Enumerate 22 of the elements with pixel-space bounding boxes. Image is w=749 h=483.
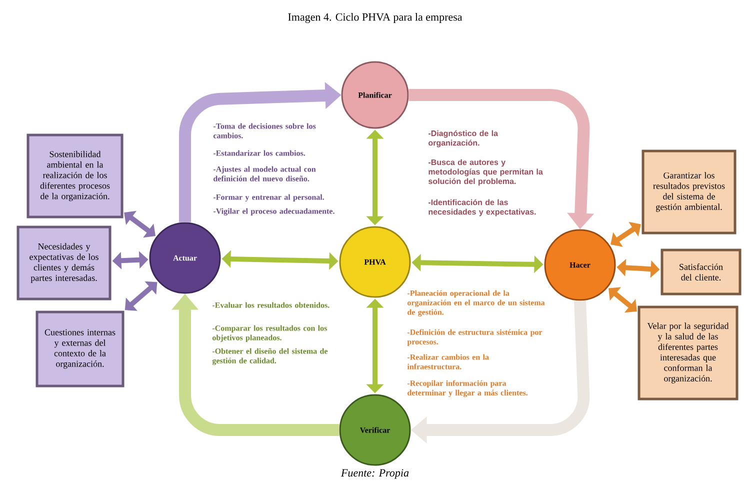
bullet-text: -Identificación de las necesidades y expectativas. xyxy=(428,199,536,216)
caption: Fuente: Propia xyxy=(340,469,409,479)
title: Imagen 4. Ciclo PHVA para la empresa xyxy=(288,13,462,23)
bullet-text: -Busca de autores y metodologías que permitan la solución del problema. xyxy=(428,159,543,186)
bullet-text: -Definición de estructura sistémica por procesos. xyxy=(407,329,542,346)
bullet-text: -Toma de decisiones sobre los cambios. xyxy=(213,123,316,138)
bullet-text: -Diagnóstico de la organización. xyxy=(428,130,498,148)
bullet-text: -Obtener el diseño del sistema de gestión de calidad. xyxy=(212,348,328,366)
text-box: Satisfacción del cliente. xyxy=(660,248,742,296)
bullet-text: -Realizar cambios en la infraestructura. xyxy=(407,354,489,370)
text-box: Garantizar los resultados previstos del sistema de gestión ambiental. xyxy=(642,150,736,234)
bullet-text: -Evaluar los resultados obtenidos. xyxy=(212,302,330,308)
bullet-text: -Comparar los resultados con los objetivos planeados. xyxy=(212,325,327,342)
bullet-text: -Vigilar el proceso adecuadamente. xyxy=(214,208,334,216)
text-box: Necesidades y expectativas de los clientes y demás partes interesadas. xyxy=(16,226,112,300)
text-box: Sostenibilidad ambiental en la realización de los diferentes procesos de la organización. xyxy=(26,134,124,218)
text-box: Cuestiones internas y externas del contexto de la organización. xyxy=(36,310,124,388)
bullet-text: -Ajustes al modelo actual con definición del nuevo diseño. xyxy=(214,166,316,182)
double-arrow xyxy=(610,222,641,247)
bullet-text: -Estandarizar los cambios. xyxy=(214,150,306,156)
text-box: Velar por la seguridad y la salud de las diferentes partes interesadas que conforman la organización. xyxy=(638,306,738,400)
bullet-text: -Formar y entrenar al personal. xyxy=(214,194,324,202)
